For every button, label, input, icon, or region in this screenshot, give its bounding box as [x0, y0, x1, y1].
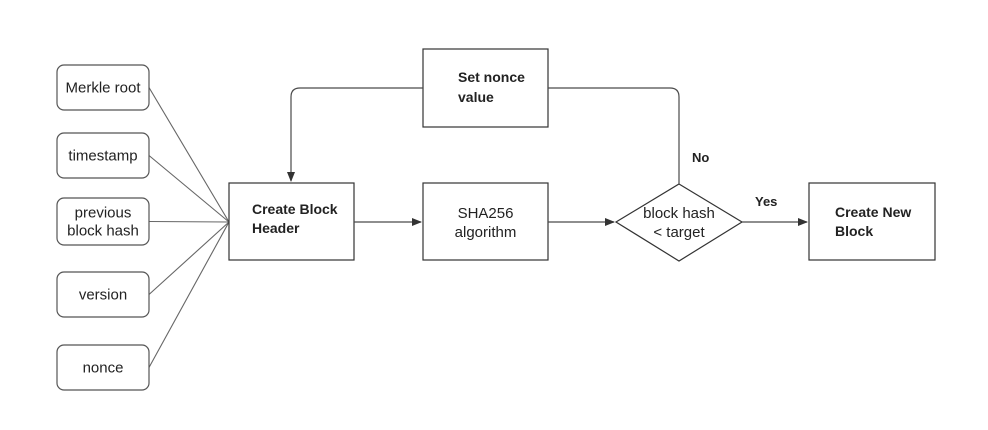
input-version: version [56, 271, 150, 318]
create-block-header-label-line1: Create Block [252, 201, 338, 217]
arrow-set-nonce-to-header [287, 87, 423, 182]
input-previous-block-hash-label: previous [75, 205, 132, 222]
create-block-header-box [228, 182, 355, 261]
input-nonce: nonce [56, 344, 150, 391]
yes-branch-label: Yes [755, 194, 777, 209]
connector-nonce [148, 221, 230, 368]
input-merkle-root-label: Merkle root [65, 80, 141, 97]
create-block-header-node: Create Block Header [228, 182, 355, 261]
create-new-block-label-line2: Block [835, 223, 873, 239]
input-previous-block-hash-box [56, 197, 150, 246]
input-version-box [56, 271, 150, 318]
input-timestamp-label: timestamp [68, 148, 137, 165]
create-new-block-label-line1: Create New [835, 204, 911, 220]
sha256-algorithm-node: SHA256 algorithm [422, 182, 549, 261]
input-nonce-label: nonce [83, 360, 124, 377]
connector-merkle-root [148, 87, 230, 223]
input-nonce-box [56, 344, 150, 391]
sha256-algorithm-label-line1: SHA256 [458, 205, 514, 222]
input-merkle-root: Merkle root [56, 64, 150, 111]
connector-previous-block-hash [148, 220, 230, 223]
set-nonce-value-label-line1: Set nonce [458, 69, 525, 85]
block-hash-target-decision: block hash < target [614, 183, 744, 262]
create-new-block-node: Create New Block [808, 182, 936, 261]
decision-label-line1: block hash [643, 205, 715, 222]
set-nonce-value-box [422, 48, 549, 128]
set-nonce-value-node: Set nonce value [422, 48, 549, 128]
create-new-block-box [808, 182, 936, 261]
set-nonce-value-label-line2: value [458, 89, 494, 105]
input-timestamp: timestamp [56, 132, 150, 179]
no-branch-label: No [692, 150, 709, 165]
line-decision-to-set-nonce [548, 87, 680, 184]
input-version-label: version [79, 287, 127, 304]
sha256-algorithm-label-line2: algorithm [455, 224, 517, 241]
connector-version [148, 221, 230, 295]
input-timestamp-box [56, 132, 150, 179]
decision-diamond [614, 183, 744, 262]
input-connector-lines [148, 87, 230, 368]
decision-label-line2: < target [653, 224, 705, 241]
create-block-header-label-line2: Header [252, 220, 300, 236]
input-previous-block-hash-label: block hash [67, 223, 139, 240]
input-merkle-root-box [56, 64, 150, 111]
connector-timestamp [148, 155, 230, 223]
